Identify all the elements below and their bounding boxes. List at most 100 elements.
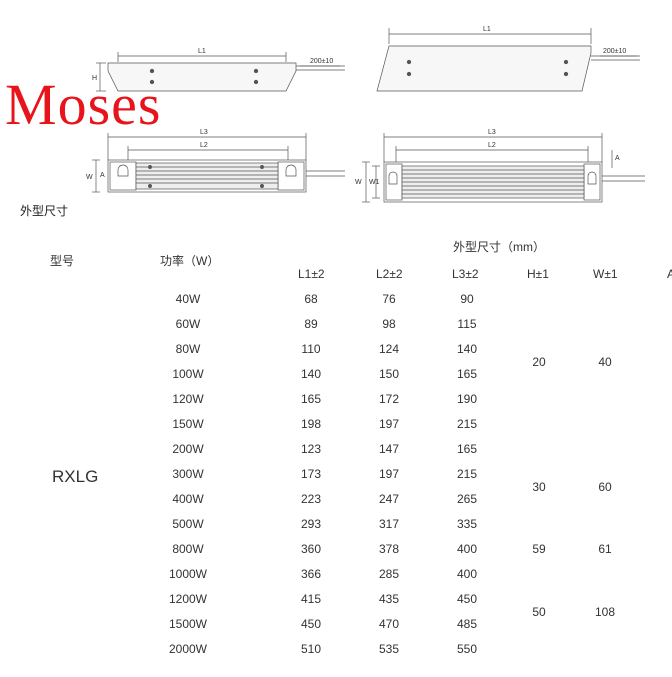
header-l3: L3±2 [452,267,479,281]
label-l3-small: L3 [200,129,208,136]
power-cell: 400W [172,492,204,506]
power-cell: 80W [175,342,201,356]
l1-cell: 510 [300,642,322,656]
l2-cell: 247 [378,492,400,506]
l3-cell: 265 [456,492,478,506]
w-cell: 40 [598,354,612,369]
label-l3-large: L3 [488,129,496,136]
label-lead-small: 200±10 [310,58,333,65]
h-cell: 50 [532,604,546,619]
l1-cell: 223 [300,492,322,506]
label-l1-large: L1 [483,26,491,33]
l1-cell: 68 [304,292,318,306]
label-l2-small: L2 [200,142,208,149]
top-view-large [362,133,645,203]
l3-cell: 215 [456,467,478,481]
l2-cell: 535 [378,642,400,656]
l2-cell: 470 [378,617,400,631]
l1-cell: 140 [300,367,322,381]
l3-cell: 215 [456,417,478,431]
model-name: RXLG [52,467,99,486]
top-view-small [92,133,345,193]
power-cell: 2000W [168,642,208,656]
label-w-large: W [355,179,362,186]
l3-cell: 115 [457,317,477,331]
l2-cell: 197 [378,467,400,481]
l3-cell: 140 [456,342,478,356]
l1-cell: 165 [300,392,322,406]
power-cell: 200W [172,442,204,456]
power-cell: 40W [175,292,201,306]
l2-cell: 317 [378,517,400,531]
l3-cell: 190 [456,392,478,406]
l3-cell: 335 [456,517,478,531]
header-model: 型号 [50,254,75,268]
l3-cell: 400 [456,542,478,556]
label-a-large: A [615,155,620,162]
header-a-partial: A [667,267,672,281]
power-cell: 1200W [168,592,208,606]
w-cell: 61 [598,542,612,556]
l1-cell: 360 [300,542,322,556]
l2-cell: 285 [378,567,400,581]
label-h-small: H [92,75,97,82]
l2-cell: 172 [378,392,400,406]
l2-cell: 98 [382,317,396,331]
l2-cell: 150 [378,367,400,381]
brand-logo: Moses [5,72,162,137]
power-cell: 120W [172,392,204,406]
l2-cell: 197 [378,417,400,431]
l1-cell: 415 [300,592,322,606]
header-l1: L1±2 [298,267,325,281]
l3-cell: 90 [460,292,474,306]
power-cell: 150W [172,417,204,431]
l1-cell: 198 [300,417,322,431]
l1-cell: 110 [301,342,321,356]
header-w: W±1 [593,267,618,281]
l3-cell: 550 [456,642,478,656]
l3-cell: 165 [456,367,478,381]
power-cell: 1500W [168,617,208,631]
power-cell: 60W [175,317,201,331]
l3-cell: 450 [456,592,478,606]
header-power: 功率（W） [160,254,220,268]
power-cell: 300W [172,467,204,481]
header-l2: L2±2 [376,267,403,281]
label-w1-large: W1 [369,179,380,186]
header-h: H±1 [527,267,549,281]
label-a-small: A [100,172,105,179]
l1-cell: 173 [300,467,322,481]
l2-cell: 147 [378,442,400,456]
power-cell: 800W [172,542,204,556]
l2-cell: 378 [378,542,400,556]
l3-cell: 165 [456,442,478,456]
w-cell: 108 [594,604,616,619]
l2-cell: 76 [382,292,396,306]
side-view-small [96,52,345,92]
label-l2-large: L2 [488,142,496,149]
side-view-large [376,28,640,92]
l1-cell: 293 [300,517,322,531]
l1-cell: 89 [304,317,318,331]
power-cell: 500W [172,517,204,531]
power-cell: 100W [172,367,204,381]
w-cell: 60 [598,479,612,494]
dimension-drawings: L1 200±10 H L1 200±10 L3 L2 W A L3 L2 W … [86,26,645,203]
h-cell: 30 [532,479,546,494]
l3-cell: 485 [456,617,478,631]
h-cell: 20 [532,354,546,369]
l2-cell: 124 [378,342,400,356]
l1-cell: 123 [300,442,322,456]
l1-cell: 366 [300,567,322,581]
header-dimensions: 外型尺寸（mm） [453,240,545,254]
label-w-small: W [86,174,93,181]
l2-cell: 435 [378,592,400,606]
h-cell: 59 [532,542,546,556]
l1-cell: 450 [300,617,322,631]
dimensions-caption: 外型尺寸 [20,204,69,218]
l3-cell: 400 [456,567,478,581]
label-l1-small: L1 [198,48,206,55]
power-cell: 1000W [168,567,208,581]
label-lead-large: 200±10 [603,48,626,55]
